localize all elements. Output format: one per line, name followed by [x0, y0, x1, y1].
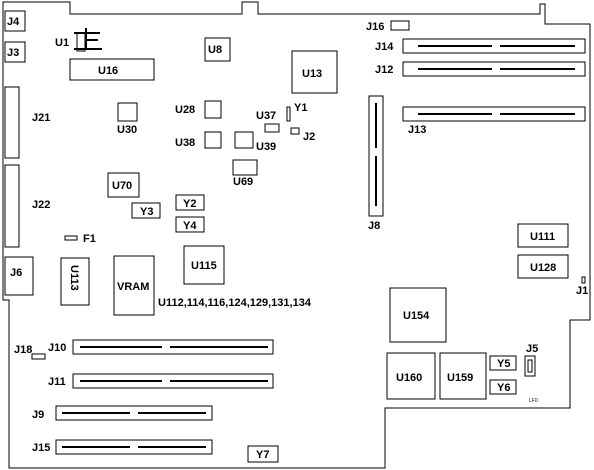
- connector-j5-pin: [527, 359, 533, 373]
- label-u16: U16: [98, 65, 118, 77]
- label-j2: J2: [303, 131, 315, 143]
- connector-j2: [290, 127, 300, 135]
- label-j5: J5: [526, 343, 538, 355]
- label-j18: J18: [14, 344, 32, 356]
- label-y5: Y5: [497, 358, 510, 370]
- label-f1: F1: [83, 233, 96, 245]
- chip-u30: [117, 102, 138, 122]
- chip-u128: [517, 254, 569, 279]
- label-vram-list: U112,114,116,124,129,131,134: [158, 297, 312, 309]
- label-j12: J12: [375, 64, 393, 76]
- crystal-y4: [175, 216, 205, 233]
- label-u37: U37: [256, 110, 276, 122]
- label-u128: U128: [530, 262, 556, 274]
- chip-u8: [204, 37, 231, 62]
- crystal-y1: [286, 106, 291, 122]
- label-u39: U39: [256, 141, 276, 153]
- chip-u28: [204, 100, 222, 119]
- label-u38: U38: [175, 137, 195, 149]
- fuse-f1: [64, 235, 78, 241]
- label-u160: U160: [396, 372, 422, 384]
- label-j15: J15: [32, 442, 50, 454]
- connector-j4: [4, 10, 26, 32]
- label-u8: U8: [208, 44, 222, 56]
- label-j6: J6: [10, 267, 22, 279]
- label-u30: U30: [117, 124, 137, 136]
- chip-u111: [517, 223, 569, 248]
- label-u115: U115: [191, 260, 217, 272]
- chip-vram: [113, 255, 155, 316]
- connector-j22: [4, 164, 20, 248]
- label-j4: J4: [7, 16, 20, 28]
- label-u111: U111: [530, 231, 555, 243]
- label-y6: Y6: [497, 382, 510, 394]
- label-y4: Y4: [183, 220, 197, 232]
- slot-j14: [402, 38, 586, 54]
- label-j10: J10: [48, 342, 66, 354]
- label-y1: Y1: [294, 102, 307, 114]
- chip-u37: [264, 123, 280, 133]
- chip-u154: [389, 287, 447, 343]
- connector-j1: [581, 276, 586, 284]
- slot-j12: [402, 61, 586, 77]
- label-u113: U113: [68, 265, 80, 291]
- chip-u159: [439, 352, 487, 400]
- chip-u70: [107, 172, 140, 198]
- chip-u160: [386, 352, 436, 400]
- tiny-mark: LF0: [529, 398, 538, 404]
- label-y7: Y7: [256, 449, 269, 461]
- chip-u69: [232, 159, 258, 176]
- slot-j13: [402, 106, 586, 122]
- chip-u38: [204, 131, 222, 149]
- connector-j3: [4, 41, 26, 63]
- label-y2: Y2: [183, 198, 196, 210]
- label-j8: J8: [368, 220, 380, 232]
- connector-j6: [4, 256, 34, 296]
- connector-j16: [390, 20, 410, 31]
- label-u154: U154: [403, 310, 430, 322]
- chip-u13: [291, 50, 338, 94]
- crystal-y7: [247, 445, 279, 463]
- crystal-y6: [489, 379, 517, 395]
- label-j9: J9: [32, 409, 44, 421]
- connector-j18: [31, 353, 46, 360]
- label-j11: J11: [48, 376, 66, 388]
- chip-u39: [234, 131, 254, 149]
- label-j3: J3: [7, 47, 19, 59]
- label-j13: J13: [408, 124, 426, 136]
- crystal-y3: [131, 202, 161, 219]
- label-j21: J21: [32, 112, 50, 124]
- label-u70: U70: [112, 180, 132, 192]
- label-u159: U159: [447, 372, 473, 384]
- label-u28: U28: [175, 104, 195, 116]
- chip-u113: [60, 257, 90, 306]
- label-j22: J22: [32, 199, 50, 211]
- slot-j15: [55, 439, 213, 455]
- crystal-y2: [175, 194, 205, 211]
- chip-u115: [183, 245, 225, 285]
- crystal-y5: [489, 355, 517, 371]
- label-j16: J16: [366, 21, 384, 33]
- label-j1: J1: [576, 285, 588, 297]
- label-j14: J14: [375, 41, 394, 53]
- label-vram: VRAM: [117, 281, 149, 293]
- label-y3: Y3: [140, 206, 153, 218]
- slot-j9: [55, 405, 213, 421]
- label-u69: U69: [233, 176, 253, 188]
- label-u1: U1: [55, 37, 69, 49]
- label-u13: U13: [302, 68, 322, 80]
- chip-u16: [69, 58, 155, 81]
- connector-j21: [4, 86, 20, 159]
